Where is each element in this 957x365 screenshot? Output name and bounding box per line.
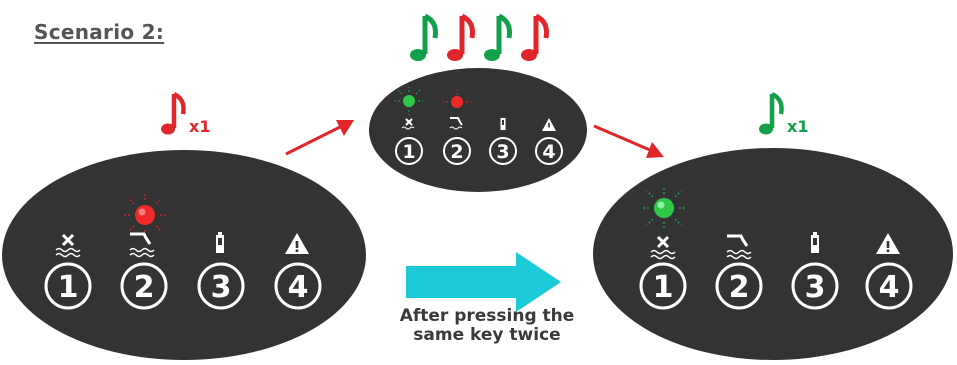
key-label: 3 <box>805 270 826 305</box>
led-red-key-2 <box>122 192 168 238</box>
bath-tap-icon <box>129 232 155 258</box>
middle-panel: 1 2 3 4 <box>368 66 588 194</box>
key-label: 4 <box>542 141 555 163</box>
arrow-right-down-icon <box>593 124 664 158</box>
key-label: 4 <box>879 270 900 305</box>
big-arrow-right-icon <box>406 252 561 312</box>
led-green-key-1 <box>395 87 423 115</box>
key-4-button[interactable]: 4 <box>535 137 563 165</box>
key-label: 2 <box>134 270 155 305</box>
bath-tap-icon <box>449 117 463 130</box>
key-2-button[interactable]: 2 <box>120 262 168 310</box>
caption-line-1: After pressing the <box>399 306 575 326</box>
note-multiplier: x1 <box>787 117 808 136</box>
note-sequence <box>410 13 549 61</box>
arrow-right-up-icon <box>285 120 354 156</box>
key-label: 2 <box>729 270 750 305</box>
note-x1-green: x1 <box>759 91 808 136</box>
key-4-button[interactable]: 4 <box>274 262 322 310</box>
key-3-button[interactable]: 3 <box>197 262 245 310</box>
warning-icon <box>876 233 900 254</box>
music-note-icon <box>521 13 549 61</box>
music-note-icon <box>161 91 186 135</box>
warning-icon <box>285 233 309 254</box>
note-multiplier: x1 <box>189 117 210 136</box>
key-label: 3 <box>211 270 232 305</box>
key-label: 2 <box>450 141 463 163</box>
key-1-button[interactable]: 1 <box>44 262 92 310</box>
key-3-button[interactable]: 3 <box>489 137 517 165</box>
right-panel: 1 2 3 4 <box>591 146 955 362</box>
note-x1-red: x1 <box>161 91 210 136</box>
key-label: 3 <box>496 141 509 163</box>
caption-line-2: same key twice <box>413 325 561 345</box>
battery-icon <box>500 118 506 130</box>
warning-icon <box>542 118 556 131</box>
led-green-key-1 <box>641 186 687 230</box>
key-label: 1 <box>402 141 415 163</box>
key-label: 4 <box>288 270 309 305</box>
bath-tap-icon <box>726 234 752 260</box>
battery-icon <box>811 232 819 253</box>
water-cross-icon <box>401 118 415 130</box>
music-note-icon <box>447 13 475 61</box>
key-2-button[interactable]: 2 <box>715 262 763 310</box>
key-2-button[interactable]: 2 <box>443 137 471 165</box>
music-note-icon <box>759 91 784 135</box>
key-label: 1 <box>653 270 674 305</box>
music-note-icon <box>410 13 438 61</box>
key-4-button[interactable]: 4 <box>865 262 913 310</box>
led-red-key-2 <box>443 90 471 108</box>
key-3-button[interactable]: 3 <box>791 262 839 310</box>
key-label: 1 <box>58 270 79 305</box>
water-cross-icon <box>55 233 81 258</box>
key-1-button[interactable]: 1 <box>395 137 423 165</box>
music-note-icon <box>484 13 512 61</box>
page-title: Scenario 2: <box>34 20 165 44</box>
water-cross-icon <box>650 235 676 260</box>
left-panel: 1 2 3 4 <box>0 148 368 362</box>
key-1-button[interactable]: 1 <box>639 262 687 310</box>
caption: After pressing the same key twice <box>382 307 592 345</box>
battery-icon <box>216 232 224 253</box>
